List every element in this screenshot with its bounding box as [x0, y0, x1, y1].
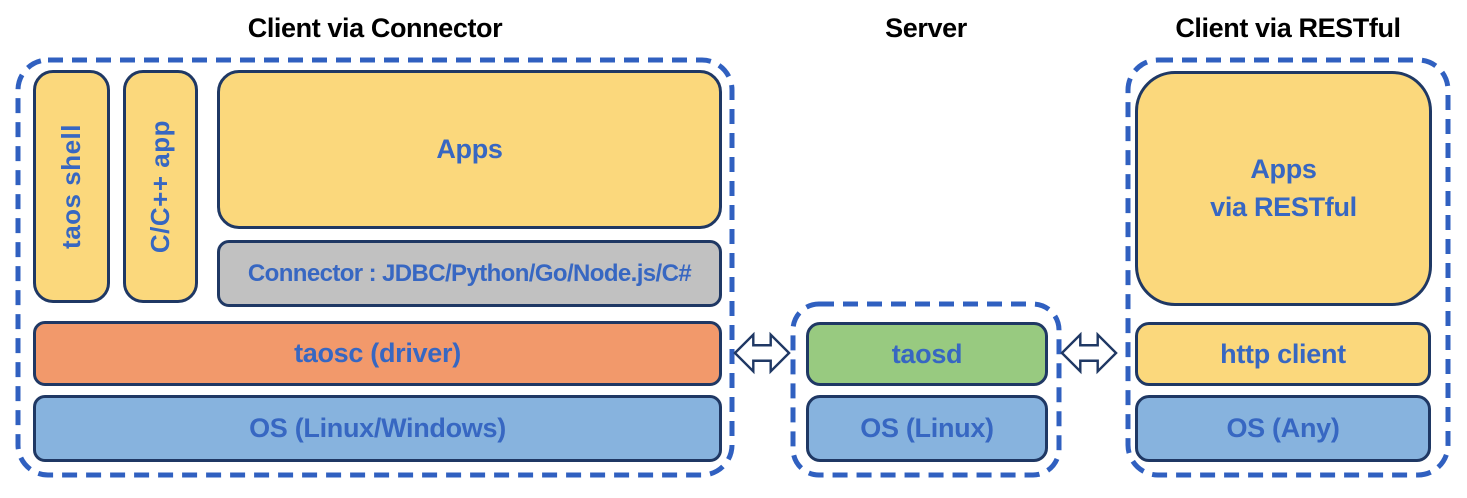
- taosc-driver-label: taosc (driver): [294, 338, 461, 368]
- server-section-border: [790, 301, 1062, 478]
- apps-label: Apps: [436, 134, 503, 164]
- os-any-label: OS (Any): [1226, 413, 1340, 443]
- taosd-label: taosd: [891, 338, 963, 369]
- connector-label: Connector : JDBC/Python/Go/Node.js/C#: [247, 259, 692, 287]
- taos-shell-box: taos shell: [33, 70, 110, 303]
- os-linux-label: OS (Linux): [860, 413, 994, 443]
- http-client-box: http client: [1135, 322, 1431, 386]
- apps-box: Apps: [217, 70, 722, 229]
- taosd-box: taosd: [806, 322, 1048, 386]
- os-linux-windows-label: OS (Linux/Windows): [249, 413, 506, 443]
- apps-via-restful-label: Apps via RESTful: [1210, 153, 1357, 222]
- os-linux-box: OS (Linux): [806, 395, 1048, 462]
- bidirectional-arrow-icon: [733, 331, 791, 375]
- os-any-box: OS (Any): [1135, 395, 1431, 462]
- connector-section-border: [15, 57, 735, 478]
- cpp-app-label: C/C++ app: [145, 119, 175, 254]
- section-title-client-via-connector: Client via Connector: [247, 13, 503, 43]
- connector-box: Connector : JDBC/Python/Go/Node.js/C#: [217, 240, 722, 307]
- cpp-app-box: C/C++ app: [123, 70, 198, 303]
- taos-shell-label: taos shell: [56, 124, 86, 249]
- taosc-driver-box: taosc (driver): [33, 321, 722, 386]
- section-title-server: Server: [885, 13, 967, 43]
- restful-section-border: [1125, 57, 1451, 478]
- bidirectional-arrow-icon: [1060, 331, 1118, 375]
- apps-via-restful-box: Apps via RESTful: [1135, 71, 1432, 306]
- os-linux-windows-box: OS (Linux/Windows): [33, 395, 722, 462]
- http-client-label: http client: [1220, 338, 1346, 369]
- section-title-client-via-restful: Client via RESTful: [1175, 13, 1401, 43]
